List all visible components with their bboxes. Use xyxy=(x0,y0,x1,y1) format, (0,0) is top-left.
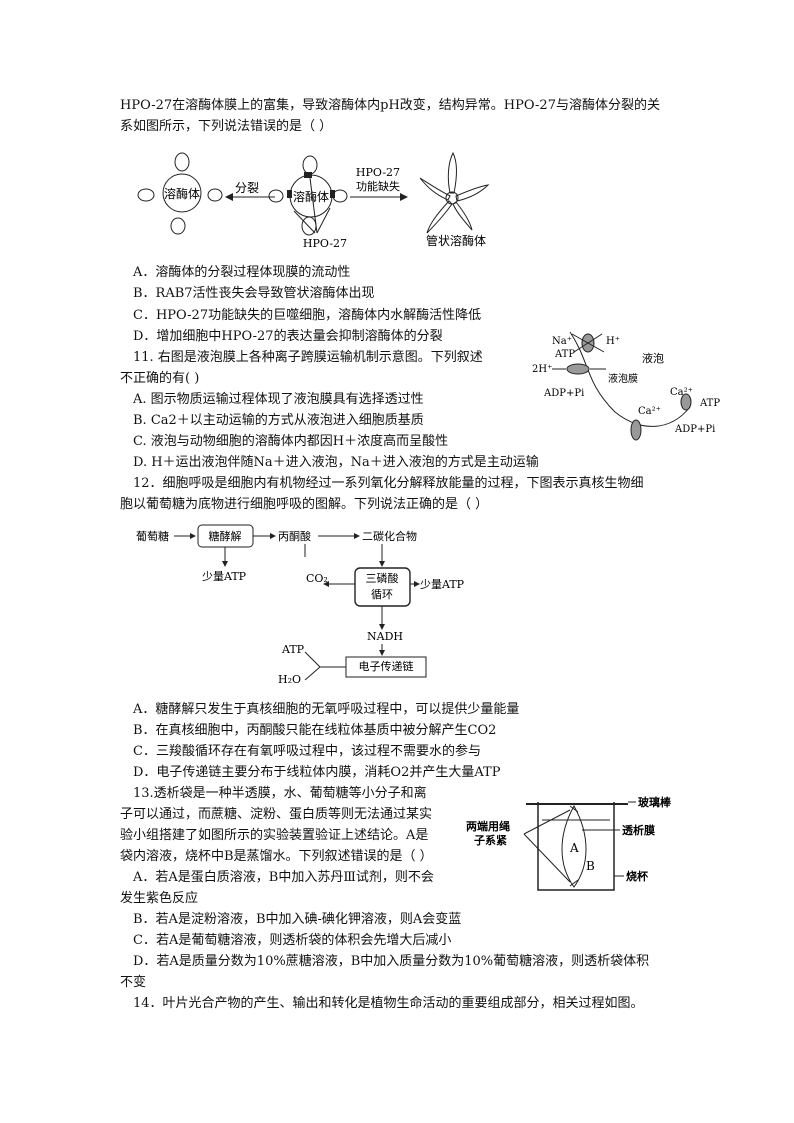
q10-intro-line2: 系如图所示，下列说法错误的是（ ） xyxy=(120,119,333,134)
q13-option-a-line2: 发生紫色反应 xyxy=(120,891,199,906)
fig-beaker-label: 烧杯 xyxy=(626,869,649,883)
fig-tubular-label: 管状溶酶体 xyxy=(426,233,486,248)
q12-option-c: C．三羧酸循环存在有氧呼吸过程中，该过程不需要水的参与 xyxy=(133,744,481,759)
q13-line4: 袋内溶液，烧杯中B是蒸馏水。下列叙述错误的是（ ） xyxy=(120,849,433,864)
fig-a-label: A xyxy=(569,841,579,855)
fig-etc: 电子传递链 xyxy=(359,659,414,673)
fig-h2o: H₂O xyxy=(278,673,301,686)
fig-membrane: 液泡膜 xyxy=(608,372,638,385)
dialysis-bag-figure: 玻璃棒 两端用绳 子系紧 透析膜 烧杯 A B xyxy=(466,795,672,891)
q10-option-a: A．溶酶体的分裂过程体现膜的流动性 xyxy=(133,265,351,280)
fig-na: Na⁺ xyxy=(552,336,572,347)
fig-co2: CO₂ xyxy=(306,572,328,585)
q13-line2: 子可以通过，而蔗糖、淀粉、蛋白质等则无法通过某实 xyxy=(120,807,433,822)
q13-option-d-line1: D．若A是质量分数为10%蔗糖溶液，B中加入质量分数为10%葡萄糖溶液，则透析袋… xyxy=(133,954,650,969)
q12-option-b: B．在真核细胞中，丙酮酸只能在线粒体基质中被分解产生CO2 xyxy=(133,723,497,738)
fig-tca1: 三磷酸 xyxy=(366,571,399,585)
fig-atp2: ATP xyxy=(699,398,720,409)
q13-line1: 13.透析袋是一种半透膜，水、葡萄糖等小分子和离 xyxy=(133,786,427,801)
fig-tca2: 循环 xyxy=(371,588,393,601)
q12-option-d: D．电子传递链主要分布于线粒体内膜，消耗O2并产生大量ATP xyxy=(133,765,501,780)
q10-option-c: C．HPO-27功能缺失的巨噬细胞，溶酶体内水解酶活性降低 xyxy=(133,308,482,323)
q11-option-c: C. 液泡与动物细胞的溶酶体内都因H＋浓度高而呈酸性 xyxy=(133,434,449,449)
fig-pyruvate: 丙酮酸 xyxy=(278,529,311,543)
fig-glycolysis: 糖酵解 xyxy=(209,529,242,543)
fig-atp: ATP xyxy=(281,643,305,656)
fig-nadh: NADH xyxy=(367,630,403,643)
fig-adp1: ADP+Pi xyxy=(543,388,584,399)
fig-ca-left: Ca²⁺ xyxy=(638,406,661,417)
fig-atp-small2: 少量ATP xyxy=(420,578,465,591)
q11-option-b: B. Ca2＋以主动运输的方式从液泡进入细胞质基质 xyxy=(133,413,424,428)
fig-ca-right: Ca²⁺ xyxy=(670,387,693,398)
fig-membrane-label: 透析膜 xyxy=(622,823,655,837)
fig-c2: 二碳化合物 xyxy=(362,529,417,543)
q13-option-a-line1: A．若A是蛋白质溶液，B中加入苏丹Ⅲ试剂，则不会 xyxy=(133,870,434,885)
fig-2h: 2H⁺ xyxy=(532,364,552,375)
q13-line3: 验小组搭建了如图所示的实验装置验证上述结论。A是 xyxy=(120,828,429,843)
cell-respiration-figure: 葡萄糖 丙酮酸 二碳化合物 少量ATP CO₂ 三磷酸 循环 少量ATP NAD… xyxy=(136,524,465,686)
fig-atp-small1: 少量ATP xyxy=(202,570,247,583)
q12-stem-line1: 12．细胞呼吸是细胞内有机物经过一系列氧化分解释放能量的过程，下图表示真核生物细 xyxy=(133,476,644,491)
fig-hpo-label: HPO-27 xyxy=(303,237,347,250)
fig-glucose: 葡萄糖 xyxy=(136,529,169,543)
q11-option-a: A. 图示物质运输过程体现了液泡膜具有选择透过性 xyxy=(133,392,424,407)
fig-rope-label-1: 两端用绳 xyxy=(466,819,510,833)
q14-stem: 14．叶片光合产物的产生、输出和转化是植物生命活动的重要组成部分，相关过程如图。 xyxy=(133,996,644,1011)
q13-option-d-line2: 不变 xyxy=(120,975,147,990)
fig-hpo-loss-2: 功能缺失 xyxy=(356,179,400,193)
q12-stem-line2: 胞以葡萄糖为底物进行细胞呼吸的图解。下列说法正确的是（ ） xyxy=(120,497,489,512)
q10-option-d: D．增加细胞中HPO-27的表达量会抑制溶酶体的分裂 xyxy=(133,329,443,344)
lysosome-division-figure: 溶酶体 分裂 溶酶体 HPO-27 HPO-27 功能缺失 管状溶酶体 xyxy=(137,151,490,250)
fig-rod-label: 玻璃棒 xyxy=(638,795,672,809)
q11-stem-line2: 不正确的有( ) xyxy=(120,371,200,386)
fig-adp2: ADP+Pi xyxy=(674,424,715,435)
q13-option-c: C．若A是葡萄糖溶液，则透析袋的体积会先增大后减小 xyxy=(133,933,452,948)
q11-stem-line1: 11. 右图是液泡膜上各种离子跨膜运输机制示意图。下列叙述 xyxy=(133,350,483,365)
q10-intro-line1: HPO-27在溶酶体膜上的富集，导致溶酶体内pH改变，结构异常。HPO-27与溶… xyxy=(120,98,660,113)
q10-option-b: B．RAB7活性丧失会导致管状溶酶体出现 xyxy=(133,286,375,301)
fig-atp1: ATP xyxy=(554,349,575,360)
q12-option-a: A．糖酵解只发生于真核细胞的无氧呼吸过程中，可以提供少量能量 xyxy=(133,702,520,717)
fig-h: H⁺ xyxy=(606,336,620,347)
fig-lysosome-left: 溶酶体 xyxy=(164,186,200,201)
q11-option-d: D. H＋运出液泡伴随Na＋进入液泡，Na＋进入液泡的方式是主动运输 xyxy=(133,455,539,470)
fig-rope-label-2: 子系紧 xyxy=(474,833,507,847)
q13-option-b: B．若A是淀粉溶液，B中加入碘-碘化钾溶液，则A会变蓝 xyxy=(133,912,462,927)
fig-split-label: 分裂 xyxy=(235,181,259,195)
fig-vacuole: 液泡 xyxy=(642,351,664,365)
fig-lysosome-center: 溶酶体 xyxy=(293,189,329,204)
fig-b-label: B xyxy=(586,859,595,873)
vacuole-transport-figure: Na⁺ H⁺ ATP 2H⁺ ADP+Pi 液泡 液泡膜 Ca²⁺ Ca²⁺ A… xyxy=(532,331,720,441)
fig-hpo-loss-1: HPO-27 xyxy=(356,166,400,179)
